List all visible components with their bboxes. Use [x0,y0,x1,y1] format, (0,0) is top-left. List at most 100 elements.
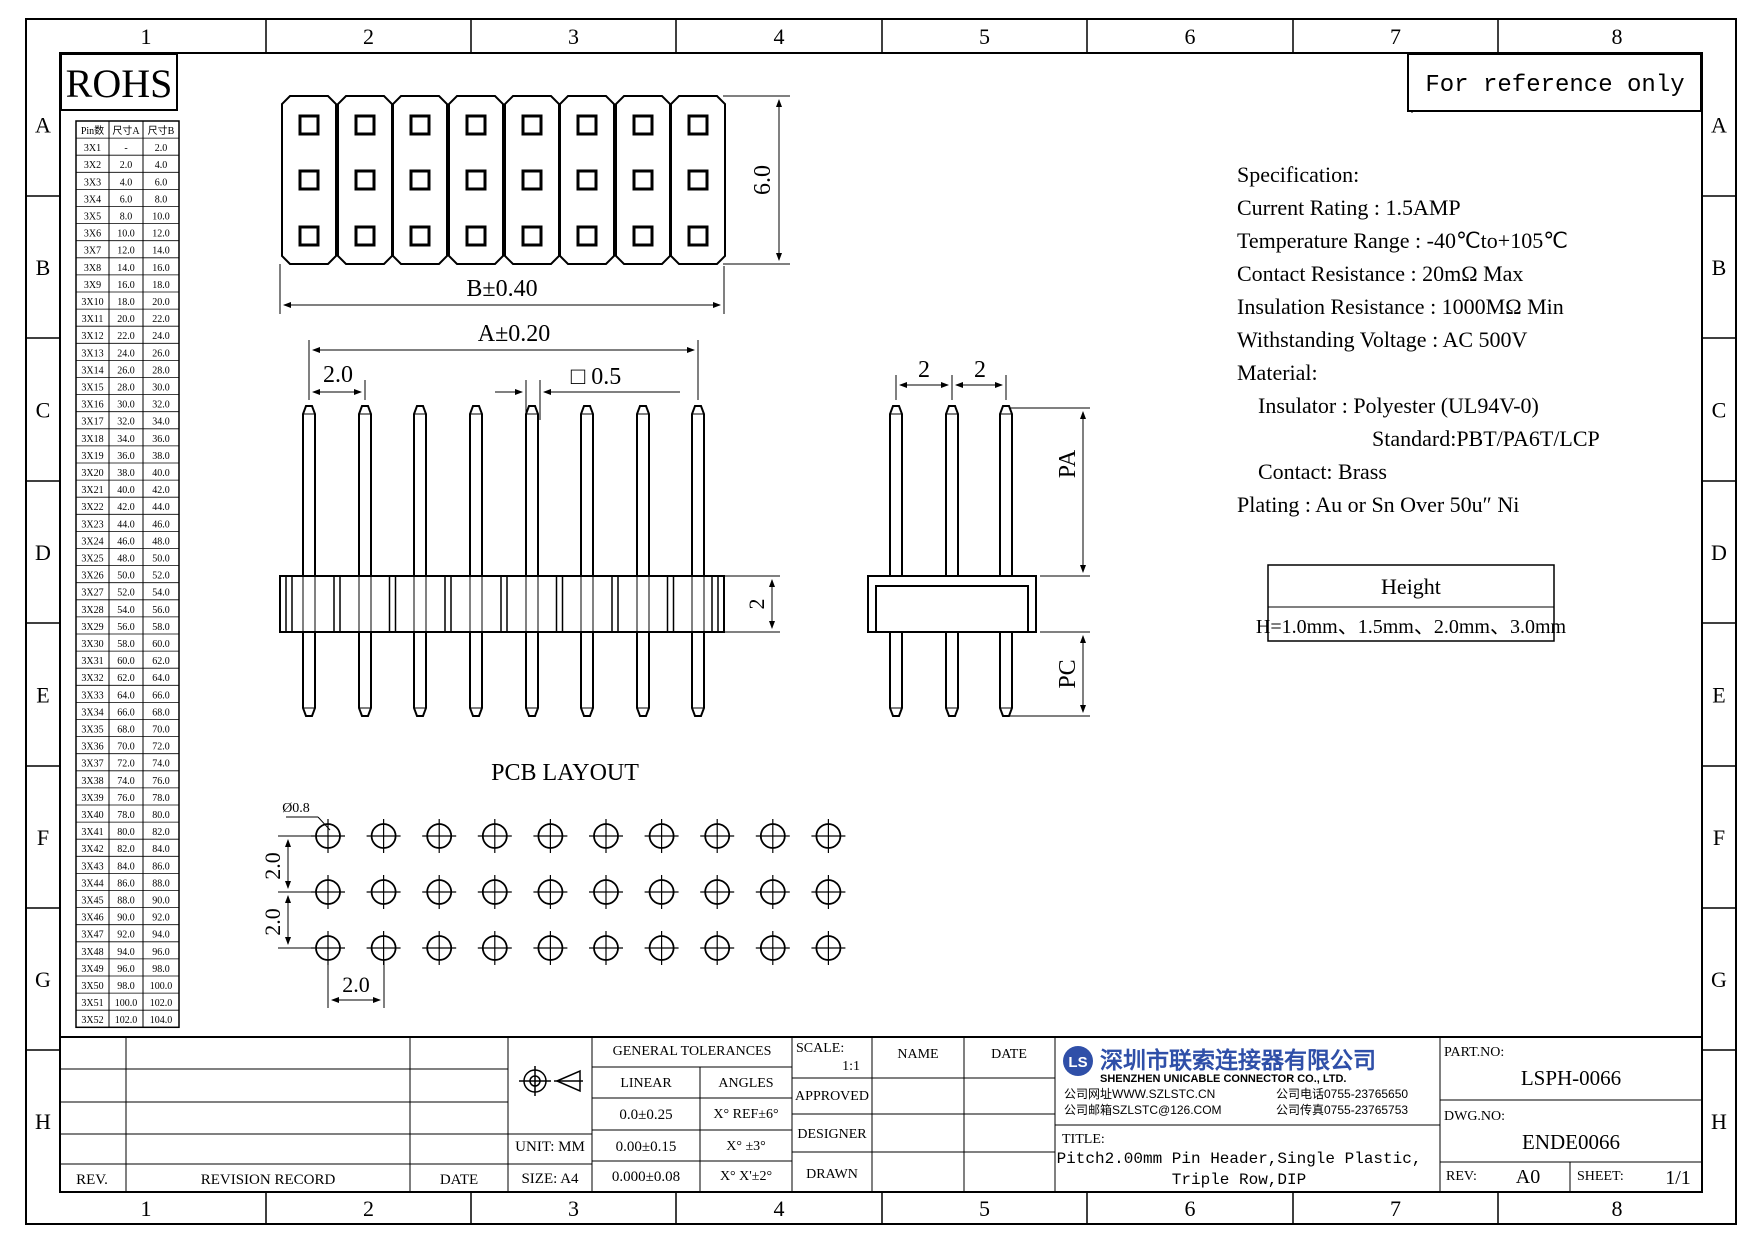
top-view-dims [279,95,790,314]
pin-table-cell: 3X44 [81,878,103,889]
pin-table-cell: 8.0 [120,212,133,223]
zone-col-label: 3 [568,24,579,49]
top-view-pin [465,225,487,247]
zone-col-label: 6 [1185,24,1196,49]
dim-pitch: 2.0 [323,362,353,388]
pin-table-cell: 38.0 [117,468,135,479]
zone-row-label: F [37,825,49,850]
dim-a: A±0.20 [478,321,551,347]
pin-table-cell: 3X18 [81,434,103,445]
pin-table-cell: 3X15 [81,383,103,394]
spec-line: Insulator : Polyester (UL94V-0) [1258,393,1539,418]
zone-col-label: 6 [1185,1196,1196,1221]
pin-table-cell: 22.0 [152,314,170,325]
pin-table-cell: 72.0 [117,759,135,770]
top-view-pin [632,169,654,191]
pin-table-cell: 18.0 [117,297,135,308]
side-view-pin-upper [889,405,903,576]
pin-table-cell: 26.0 [117,365,135,376]
pin-table-cell: 70.0 [117,742,135,753]
pin-table-cell: 3X24 [81,536,103,547]
pin-table-cell: 3X52 [81,1015,103,1026]
front-view-pin-lower [413,632,427,717]
pin-table-cell: 98.0 [117,981,135,992]
top-view-pin [298,225,320,247]
scale-label: SCALE: [796,1041,844,1056]
pin-table-cell: 3X2 [84,160,101,171]
pin-table-cell: 3X25 [81,554,103,565]
zone-row-label: H [1711,1109,1727,1134]
pin-table-cell: 34.0 [117,434,135,445]
pin-table-cell: 48.0 [152,536,170,547]
pin-table-cell: 92.0 [152,913,170,924]
pin-table-cell: 40.0 [117,485,135,496]
dim-b: B±0.40 [466,276,537,302]
pin-table-cell: 6.0 [155,177,168,188]
pin-table-cell: 3X16 [81,400,103,411]
pin-table-cell: 100.0 [115,998,138,1009]
height-label: Height [1381,574,1441,599]
front-view-separator [333,575,341,633]
zone-row-label: E [1712,683,1725,708]
sheet-value: 1/1 [1665,1167,1691,1189]
pin-table-cell: 3X28 [81,605,103,616]
pin-table-cell: 100.0 [150,981,173,992]
zone-row-label: D [1711,540,1727,565]
pin-table-cell: 90.0 [117,913,135,924]
spec-line: Plating : Au or Sn Over 50u″ Ni [1237,492,1519,517]
pin-table-cell: 42.0 [152,485,170,496]
zone-col-label: 8 [1612,1196,1623,1221]
rohs-text: ROHS [66,61,173,106]
pin-table-cell: 82.0 [152,827,170,838]
pin-table-cell: 3X13 [81,348,103,359]
zone-row-label: C [36,398,51,423]
pin-table-cell: 3X32 [81,673,103,684]
pin-table-cell: 2.0 [155,143,168,154]
size-label: SIZE: A4 [521,1171,579,1187]
spec-line: Current Rating : 1.5AMP [1237,195,1461,220]
spec-line: Contact: Brass [1258,459,1387,484]
front-view-pin-upper [302,405,316,576]
pcb-layout [311,819,846,965]
pin-table-cell: 76.0 [152,776,170,787]
top-view-pin [409,114,431,136]
top-view-pin [409,225,431,247]
pin-table-cell: 78.0 [117,810,135,821]
pcb-dims [278,816,385,1008]
angle-tol-2: X° ±3° [726,1139,766,1154]
pin-table-cell: 66.0 [117,707,135,718]
pin-table-cell: 3X12 [81,331,103,342]
pin-table-cell: 34.0 [152,417,170,428]
pin-table-cell: 3X35 [81,725,103,736]
pin-table-cell: 14.0 [117,263,135,274]
pin-table-cell: 102.0 [115,1015,138,1026]
pin-table-cell: 36.0 [117,451,135,462]
pin-table-cell: 3X3 [84,177,101,188]
drawn-label: DRAWN [806,1167,858,1182]
pin-table-cell: 3X30 [81,639,103,650]
top-view-pin [465,114,487,136]
pin-table-cell: 3X49 [81,964,103,975]
pin-table-cell: 3X5 [84,212,101,223]
zone-col-label: 4 [774,24,785,49]
top-view-pin [465,169,487,191]
name-label: NAME [897,1047,938,1062]
logo-mark: LS [1068,1054,1087,1071]
pin-table-cell: 3X1 [84,143,101,154]
part-no-value: LSPH-0066 [1521,1066,1621,1090]
reference-note: For reference only [1407,53,1702,113]
side-view-pin-lower [999,632,1013,717]
unit-label: UNIT: MM [515,1139,585,1155]
top-view-cell [559,95,615,265]
pin-table-cell: 76.0 [117,793,135,804]
spec-line: Contact Resistance : 20mΩ Max [1237,261,1523,286]
dim-side-pitch-1: 2 [918,357,930,383]
pin-table-cell: 22.0 [117,331,135,342]
front-view-pin-upper [636,405,650,576]
pin-table-cell: 104.0 [150,1015,173,1026]
date-label: DATE [440,1172,478,1188]
pin-table-cell: 56.0 [152,605,170,616]
zone-col-label: 8 [1612,24,1623,49]
pin-table-cell: 32.0 [152,400,170,411]
linear-label: LINEAR [620,1076,672,1091]
